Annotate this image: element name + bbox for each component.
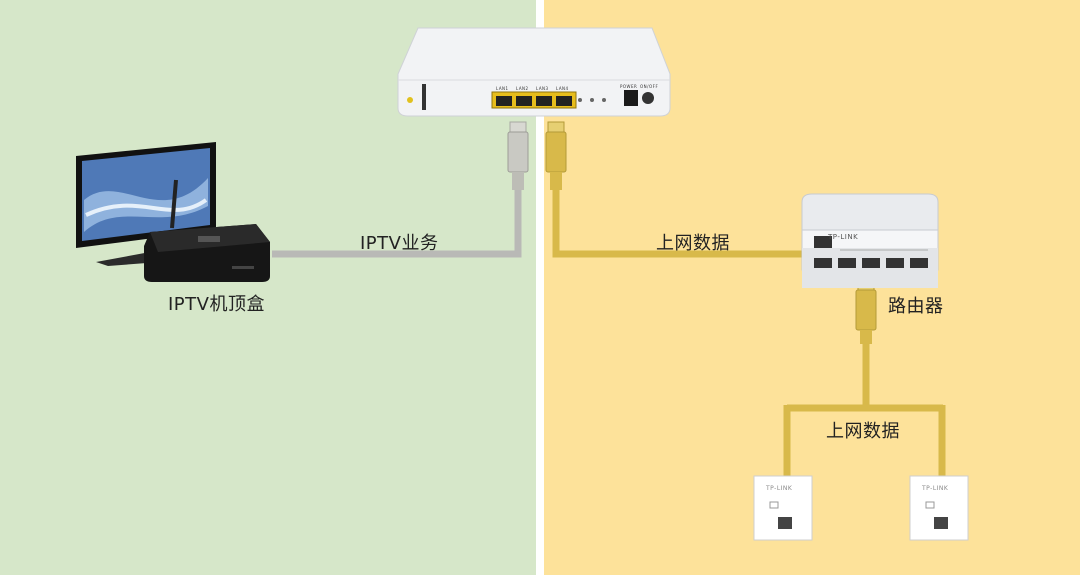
modem-onoff-label: ON/OFF <box>640 84 658 89</box>
panel-brand: TP-LINK <box>922 485 948 492</box>
router-label: 路由器 <box>888 292 944 318</box>
rj45-plug-icon <box>508 122 528 190</box>
internet-cable-bottom <box>787 340 943 478</box>
panel-brand: TP-LINK <box>766 485 792 492</box>
modem-port-lan4: LAN4 <box>556 86 569 91</box>
iptv-service-label: IPTV业务 <box>360 229 438 255</box>
modem-power-label: POWER <box>620 84 637 89</box>
iptv-stb-label: IPTV机顶盒 <box>168 290 265 316</box>
modem-icon <box>398 28 670 116</box>
rj45-plug-icon <box>546 122 566 190</box>
modem-port-lan3: LAN3 <box>536 86 549 91</box>
rj45-plug-icon <box>856 280 876 344</box>
router-icon <box>802 194 938 288</box>
internet-data-label-top: 上网数据 <box>656 229 730 255</box>
internet-data-label-bottom: 上网数据 <box>826 417 900 443</box>
modem-port-lan2: LAN2 <box>516 86 529 91</box>
modem-port-lan1: LAN1 <box>496 86 509 91</box>
router-brand: TP-LINK <box>828 233 858 241</box>
